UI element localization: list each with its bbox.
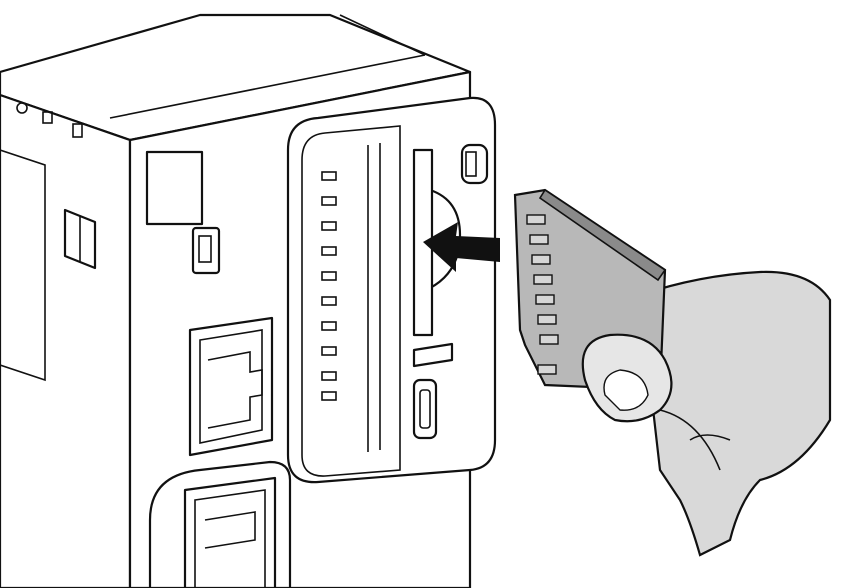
usb-port-icon: [412, 378, 438, 440]
ethernet-port-icon: [188, 316, 274, 457]
status-leds: [321, 171, 337, 401]
insert-arrow-icon: [423, 222, 500, 272]
hand-icon: [638, 270, 832, 557]
controller-device-icon: [0, 13, 497, 588]
ethernet-port-icon: [148, 460, 292, 588]
